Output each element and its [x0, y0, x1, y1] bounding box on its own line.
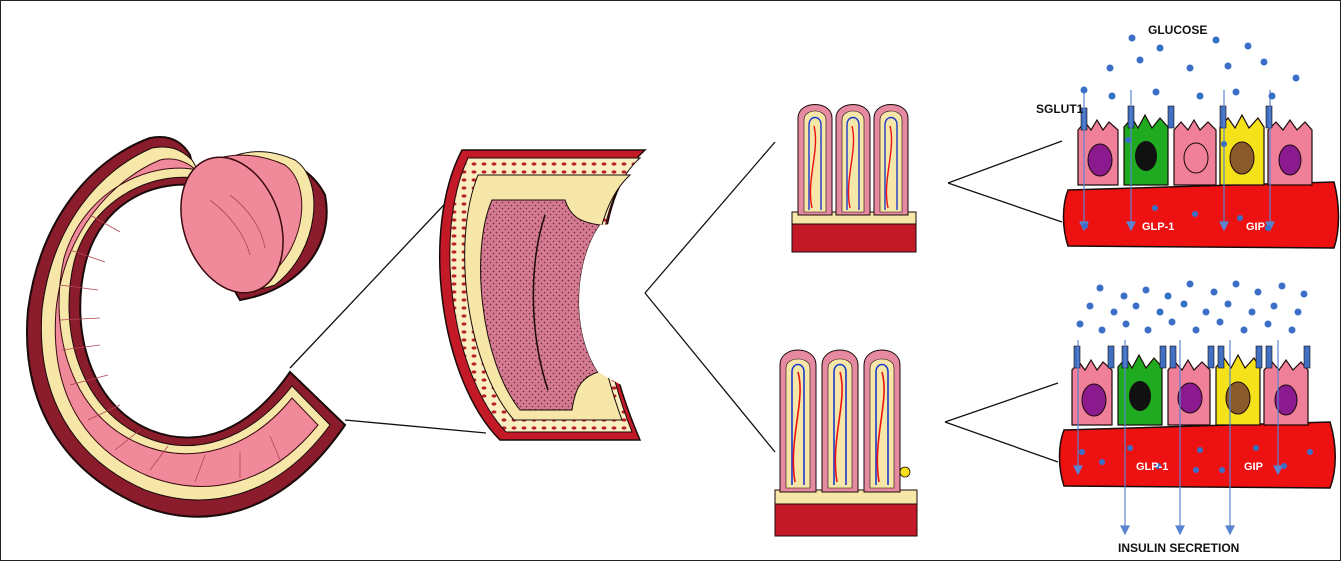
zoom-line-cells-bottom-a: [945, 383, 1058, 422]
cell-panel-normal: [1064, 35, 1339, 249]
wall-cross-section: [440, 150, 645, 440]
intestine-segment: [27, 137, 345, 517]
enterocyte-row-bottom: [1072, 355, 1308, 425]
cell-panel-increased: [1060, 281, 1336, 535]
gip-label-top: GIP: [1246, 221, 1265, 233]
zoom-line-lower: [345, 420, 486, 433]
zoom-line-cells-top-a: [948, 141, 1062, 183]
blood-vessel-bottom: [1060, 422, 1336, 488]
gip-label-bottom: GIP: [1244, 461, 1263, 473]
zoom-line-villi-top: [645, 142, 775, 293]
enterocyte-row-top: [1078, 115, 1312, 185]
glp1-label-bottom: GLP-1: [1136, 461, 1168, 473]
zoom-line-cells-bottom-b: [945, 422, 1058, 462]
blood-vessel-top: [1064, 182, 1339, 248]
zoom-line-villi-bottom: [645, 293, 775, 452]
villi-hypertrophic: [775, 350, 917, 536]
glucose-label: GLUCOSE: [1148, 23, 1207, 37]
sglut1-label: SGLUT1: [1036, 102, 1084, 116]
zoom-line-cells-top-b: [948, 183, 1062, 222]
glp1-label-top: GLP-1: [1142, 221, 1174, 233]
villi-normal: [792, 105, 916, 253]
insulin-secretion-label: INSULIN SECRETION: [1118, 541, 1239, 555]
